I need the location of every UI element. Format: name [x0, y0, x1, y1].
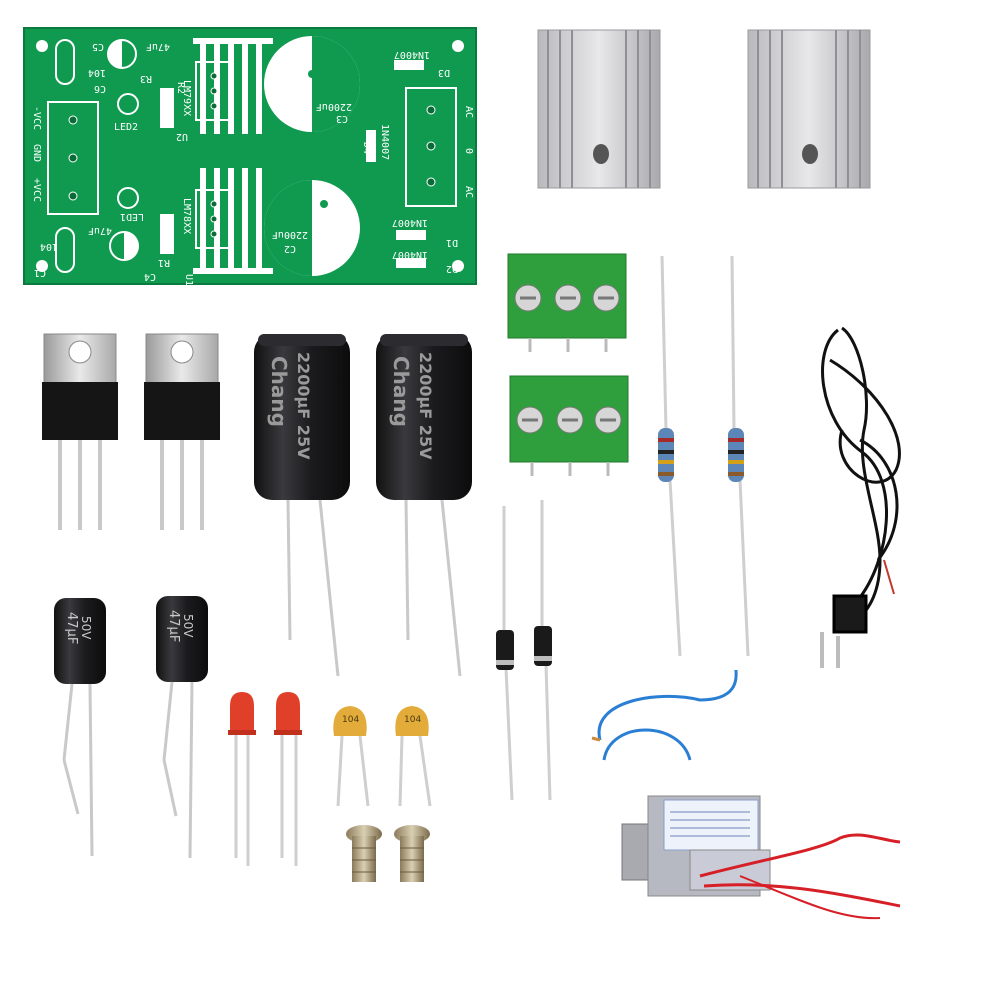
voltage-regulator-left — [42, 333, 118, 530]
pcb-label-d4: D4 — [361, 142, 372, 154]
pcb-dc-terminal-footprint — [47, 101, 99, 215]
pcb-label-d4-type: 1N4007 — [379, 124, 390, 160]
electrolytic-capacitor-47uf-right: 47μF 50V — [156, 596, 208, 859]
pcb-label-d2-type: 1N4007 — [392, 249, 428, 260]
pcb-led1-footprint — [117, 187, 139, 209]
pcb-label-c5: C5 — [92, 41, 104, 52]
pcb-label-led1: LED1 — [120, 211, 144, 222]
red-led-left — [228, 692, 256, 866]
resistor-right — [728, 255, 750, 657]
pcb-label-c1: C1 — [34, 267, 46, 278]
pcb-label-r3: R3 — [140, 73, 152, 84]
pcb-c4-footprint — [109, 231, 139, 261]
pcb-label-gnd: GND — [31, 144, 42, 162]
pcb-label-c2: C2 — [284, 243, 296, 254]
pcb-label-u1: LM78XX — [181, 198, 192, 234]
pcb-c1-footprint — [55, 227, 75, 273]
pcb-r1-footprint — [160, 214, 174, 254]
ceramic-cap-left-marking: 104 — [342, 715, 359, 725]
screw-right — [394, 825, 430, 882]
red-led-right — [274, 692, 302, 866]
screw-terminal-top — [507, 253, 627, 352]
pcb-label-d1: D1 — [446, 237, 458, 248]
pcb-u1-outline — [195, 189, 233, 249]
pcb-label-c3: C3 — [336, 113, 348, 124]
power-cord-with-plug — [820, 326, 901, 668]
pcb-c2-footprint — [264, 180, 360, 276]
screw-left — [346, 825, 382, 882]
pcb-ac-terminal-footprint — [405, 87, 457, 207]
big-cap-right-rating: 2200μF 25V — [416, 352, 435, 460]
transformer — [591, 669, 901, 920]
electrolytic-capacitor-2200uf-left: Chang 2200μF 25V — [254, 334, 350, 677]
pcb-label-c3-value: 2200uF — [316, 101, 352, 112]
pcb-label-ac-bottom: AC — [463, 186, 474, 198]
big-cap-left-rating: 2200μF 25V — [294, 352, 313, 460]
pcb-label-neg-vcc: -VCC — [31, 106, 42, 130]
pcb-label-d1-type: 1N4007 — [392, 217, 428, 228]
heatsink-left — [537, 29, 661, 189]
big-cap-right-brand: Chang — [389, 356, 413, 427]
voltage-regulator-right — [144, 333, 220, 530]
diode-left — [496, 506, 514, 801]
pcb-d3-footprint — [394, 60, 424, 70]
pcb-label-ac-mid: 0 — [463, 148, 474, 154]
pcb-label-u2: LM79XX — [181, 80, 192, 116]
pcb-label-c6-value: 104 — [88, 67, 106, 78]
pcb-label-ac-top: AC — [463, 106, 474, 118]
resistor-left — [658, 255, 682, 657]
pcb-label-c2-value: 2200uF — [272, 229, 308, 240]
pcb-label-led2: LED2 — [114, 122, 138, 133]
pcb-c6-footprint — [55, 39, 75, 85]
pcb-label-u2-ref: U2 — [176, 131, 188, 142]
small-cap-right-voltage: 50V — [181, 614, 195, 638]
pcb-d1-footprint — [396, 230, 426, 240]
heatsink-right — [747, 29, 871, 189]
pcb-label-c5-value: 47uF — [146, 41, 170, 52]
pcb-label-c4-value: 47uF — [88, 225, 112, 236]
pcb-board: C5 47uF 104 C6 R3 R2 LED2 LM79XX U2 C3 2… — [23, 27, 477, 286]
pcb-label-u1-ref: U1 — [183, 274, 194, 286]
pcb-label-d3-type: 1N4007 — [394, 49, 430, 60]
electrolytic-capacitor-47uf-left: 47μF 50V — [54, 598, 106, 857]
pcb-label-d3: D3 — [438, 67, 450, 78]
pcb-led2-footprint — [117, 93, 139, 115]
ceramic-cap-right-marking: 104 — [404, 715, 421, 725]
pcb-d4-footprint — [366, 130, 376, 162]
pcb-label-pos-vcc: +VCC — [31, 178, 42, 202]
screw-terminal-bottom — [509, 375, 629, 476]
pcb-label-r2: R2 — [175, 82, 186, 94]
small-cap-right-value: 47μF — [166, 610, 181, 642]
pcb-c5-footprint — [107, 39, 137, 69]
pcb-label-r1: R1 — [158, 257, 170, 268]
small-cap-left-voltage: 50V — [79, 616, 93, 640]
pcb-label-c6: C6 — [94, 83, 106, 94]
small-cap-left-value: 47μF — [64, 612, 79, 644]
pcb-label-c1-value: 104 — [40, 241, 58, 252]
diode-right — [534, 500, 552, 801]
pcb-c3-footprint — [264, 36, 360, 132]
big-cap-left-brand: Chang — [267, 356, 291, 427]
pcb-label-c4: C4 — [144, 271, 156, 282]
pcb-label-d2: D2 — [446, 263, 458, 274]
pcb-u2-outline — [195, 61, 233, 121]
ceramic-capacitor-right: 104 — [395, 706, 432, 807]
pcb-r2-footprint — [160, 88, 174, 128]
pcb-d2-footprint — [396, 258, 426, 268]
electrolytic-capacitor-2200uf-right: Chang 2200μF 25V — [376, 334, 472, 677]
ceramic-capacitor-left: 104 — [333, 706, 370, 807]
